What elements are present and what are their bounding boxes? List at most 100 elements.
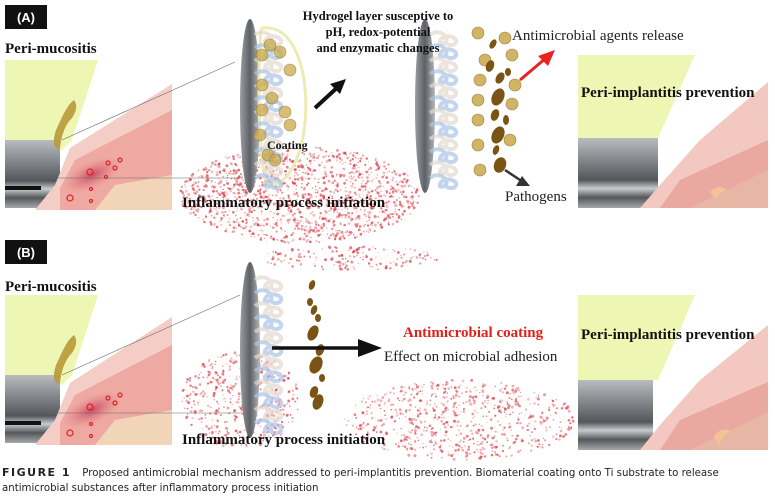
inflammation-dot bbox=[526, 397, 530, 401]
hydrogel-chain bbox=[428, 69, 459, 87]
inflammation-dot bbox=[290, 233, 293, 237]
inflammation-dot bbox=[220, 200, 223, 203]
inflammation-dot bbox=[324, 209, 326, 212]
inflammation-dot bbox=[516, 434, 519, 438]
inflammation-dot bbox=[375, 197, 377, 200]
inflammation-dot bbox=[340, 262, 343, 265]
inflammation-dot bbox=[287, 206, 290, 209]
inflammation-dot bbox=[491, 397, 494, 400]
inflammation-dot bbox=[338, 237, 342, 241]
inflammation-dot bbox=[343, 237, 346, 240]
inflammation-dot bbox=[274, 400, 278, 404]
inflammation-dot bbox=[345, 190, 348, 193]
inflammation-dot bbox=[261, 181, 264, 184]
inflammation-dot bbox=[568, 429, 571, 432]
inflammation-dot bbox=[357, 170, 360, 173]
inflammation-dot bbox=[278, 203, 281, 207]
inflammation-dot bbox=[425, 429, 428, 432]
inflammation-dot bbox=[238, 430, 242, 434]
inflammation-dot bbox=[524, 414, 527, 416]
inflammation-dot bbox=[194, 213, 197, 217]
inflammation-dot bbox=[294, 385, 297, 388]
inflammation-dot bbox=[354, 236, 357, 239]
inflammation-dot bbox=[287, 372, 291, 375]
antimicrobial-particle bbox=[268, 153, 282, 167]
inflammation-dot bbox=[198, 194, 201, 197]
inflammation-dot bbox=[415, 425, 418, 428]
inflammation-dot bbox=[248, 210, 252, 214]
inflammation-dot bbox=[459, 432, 463, 436]
inflammation-dot bbox=[196, 185, 199, 188]
inflammation-dot bbox=[459, 384, 461, 387]
inflammation-dot bbox=[186, 180, 189, 183]
inflammation-dot bbox=[528, 422, 531, 425]
inflammation-dot bbox=[375, 199, 377, 202]
inflammation-dot bbox=[264, 233, 267, 236]
inflammation-dot bbox=[396, 258, 399, 260]
inflammation-dot bbox=[284, 241, 287, 244]
inflammation-dot bbox=[316, 156, 319, 160]
inflammation-dot bbox=[345, 196, 348, 200]
inflammation-dot bbox=[426, 251, 429, 254]
inflammation-dot bbox=[379, 430, 383, 434]
inflammation-dot bbox=[379, 223, 383, 227]
inflammation-dot bbox=[348, 215, 351, 217]
inflammation-dot bbox=[196, 401, 200, 404]
inflammation-dot bbox=[225, 420, 228, 424]
inflammation-dot bbox=[195, 190, 199, 194]
inflammation-dot bbox=[198, 373, 200, 376]
inflammation-dot bbox=[309, 162, 312, 165]
inflammation-dot bbox=[351, 182, 354, 185]
inflammation-dot bbox=[452, 457, 456, 461]
inflammation-dot bbox=[392, 249, 394, 251]
inflammation-dot bbox=[296, 191, 298, 194]
inflammation-dot bbox=[295, 387, 299, 390]
inflammation-dot bbox=[365, 440, 368, 443]
inflammation-dot bbox=[240, 226, 242, 228]
inflammation-dot bbox=[365, 183, 368, 185]
inflammation-dot bbox=[439, 449, 442, 452]
inflammation-dot bbox=[367, 248, 371, 251]
inflammation-dot bbox=[385, 217, 388, 220]
inflammation-dot bbox=[316, 191, 319, 194]
inflammation-dot bbox=[189, 211, 193, 215]
inflammation-dot bbox=[183, 397, 186, 399]
inflammation-dot bbox=[300, 203, 303, 206]
inflammation-dot bbox=[416, 436, 419, 439]
inflammation-dot bbox=[424, 258, 427, 261]
inflammation-dot bbox=[379, 185, 382, 188]
inflammation-dot bbox=[222, 394, 224, 396]
inflammation-dot bbox=[440, 448, 443, 451]
inflammation-dot bbox=[191, 184, 194, 188]
inflammation-dot bbox=[385, 418, 387, 420]
inflammation-dot bbox=[274, 388, 277, 391]
inflammation-dot bbox=[285, 414, 288, 417]
inflammation-dot bbox=[303, 232, 306, 235]
inflammation-dot bbox=[332, 211, 335, 214]
inflammation-dot bbox=[222, 374, 225, 376]
inflammation-dot bbox=[296, 195, 299, 198]
inflammation-dot bbox=[387, 399, 391, 403]
inflammation-dot bbox=[226, 176, 228, 179]
inflammation-dot bbox=[450, 386, 453, 388]
inflammation-dot bbox=[239, 156, 241, 158]
inflammation-dot bbox=[278, 252, 282, 256]
inflammation-dot bbox=[394, 262, 398, 266]
inflammation-dot bbox=[263, 237, 266, 240]
inflammation-dot bbox=[430, 456, 433, 459]
inflammation-dot bbox=[227, 389, 230, 393]
inflammation-dot bbox=[212, 198, 214, 201]
inflammation-dot bbox=[275, 415, 277, 418]
inflammation-dot bbox=[357, 262, 359, 264]
inflammation-dot bbox=[279, 197, 281, 200]
inflammation-dot bbox=[198, 204, 201, 206]
inflammation-dot bbox=[385, 216, 389, 219]
inflammation-dot bbox=[253, 222, 256, 226]
inflammation-dot bbox=[487, 399, 489, 401]
inflammation-dot bbox=[207, 428, 210, 430]
inflammation-dot bbox=[268, 188, 270, 190]
inflammation-dot bbox=[336, 182, 338, 184]
inflammation-dot bbox=[333, 264, 335, 266]
inflammation-dot bbox=[212, 432, 214, 434]
inflammation-dot bbox=[304, 229, 307, 232]
